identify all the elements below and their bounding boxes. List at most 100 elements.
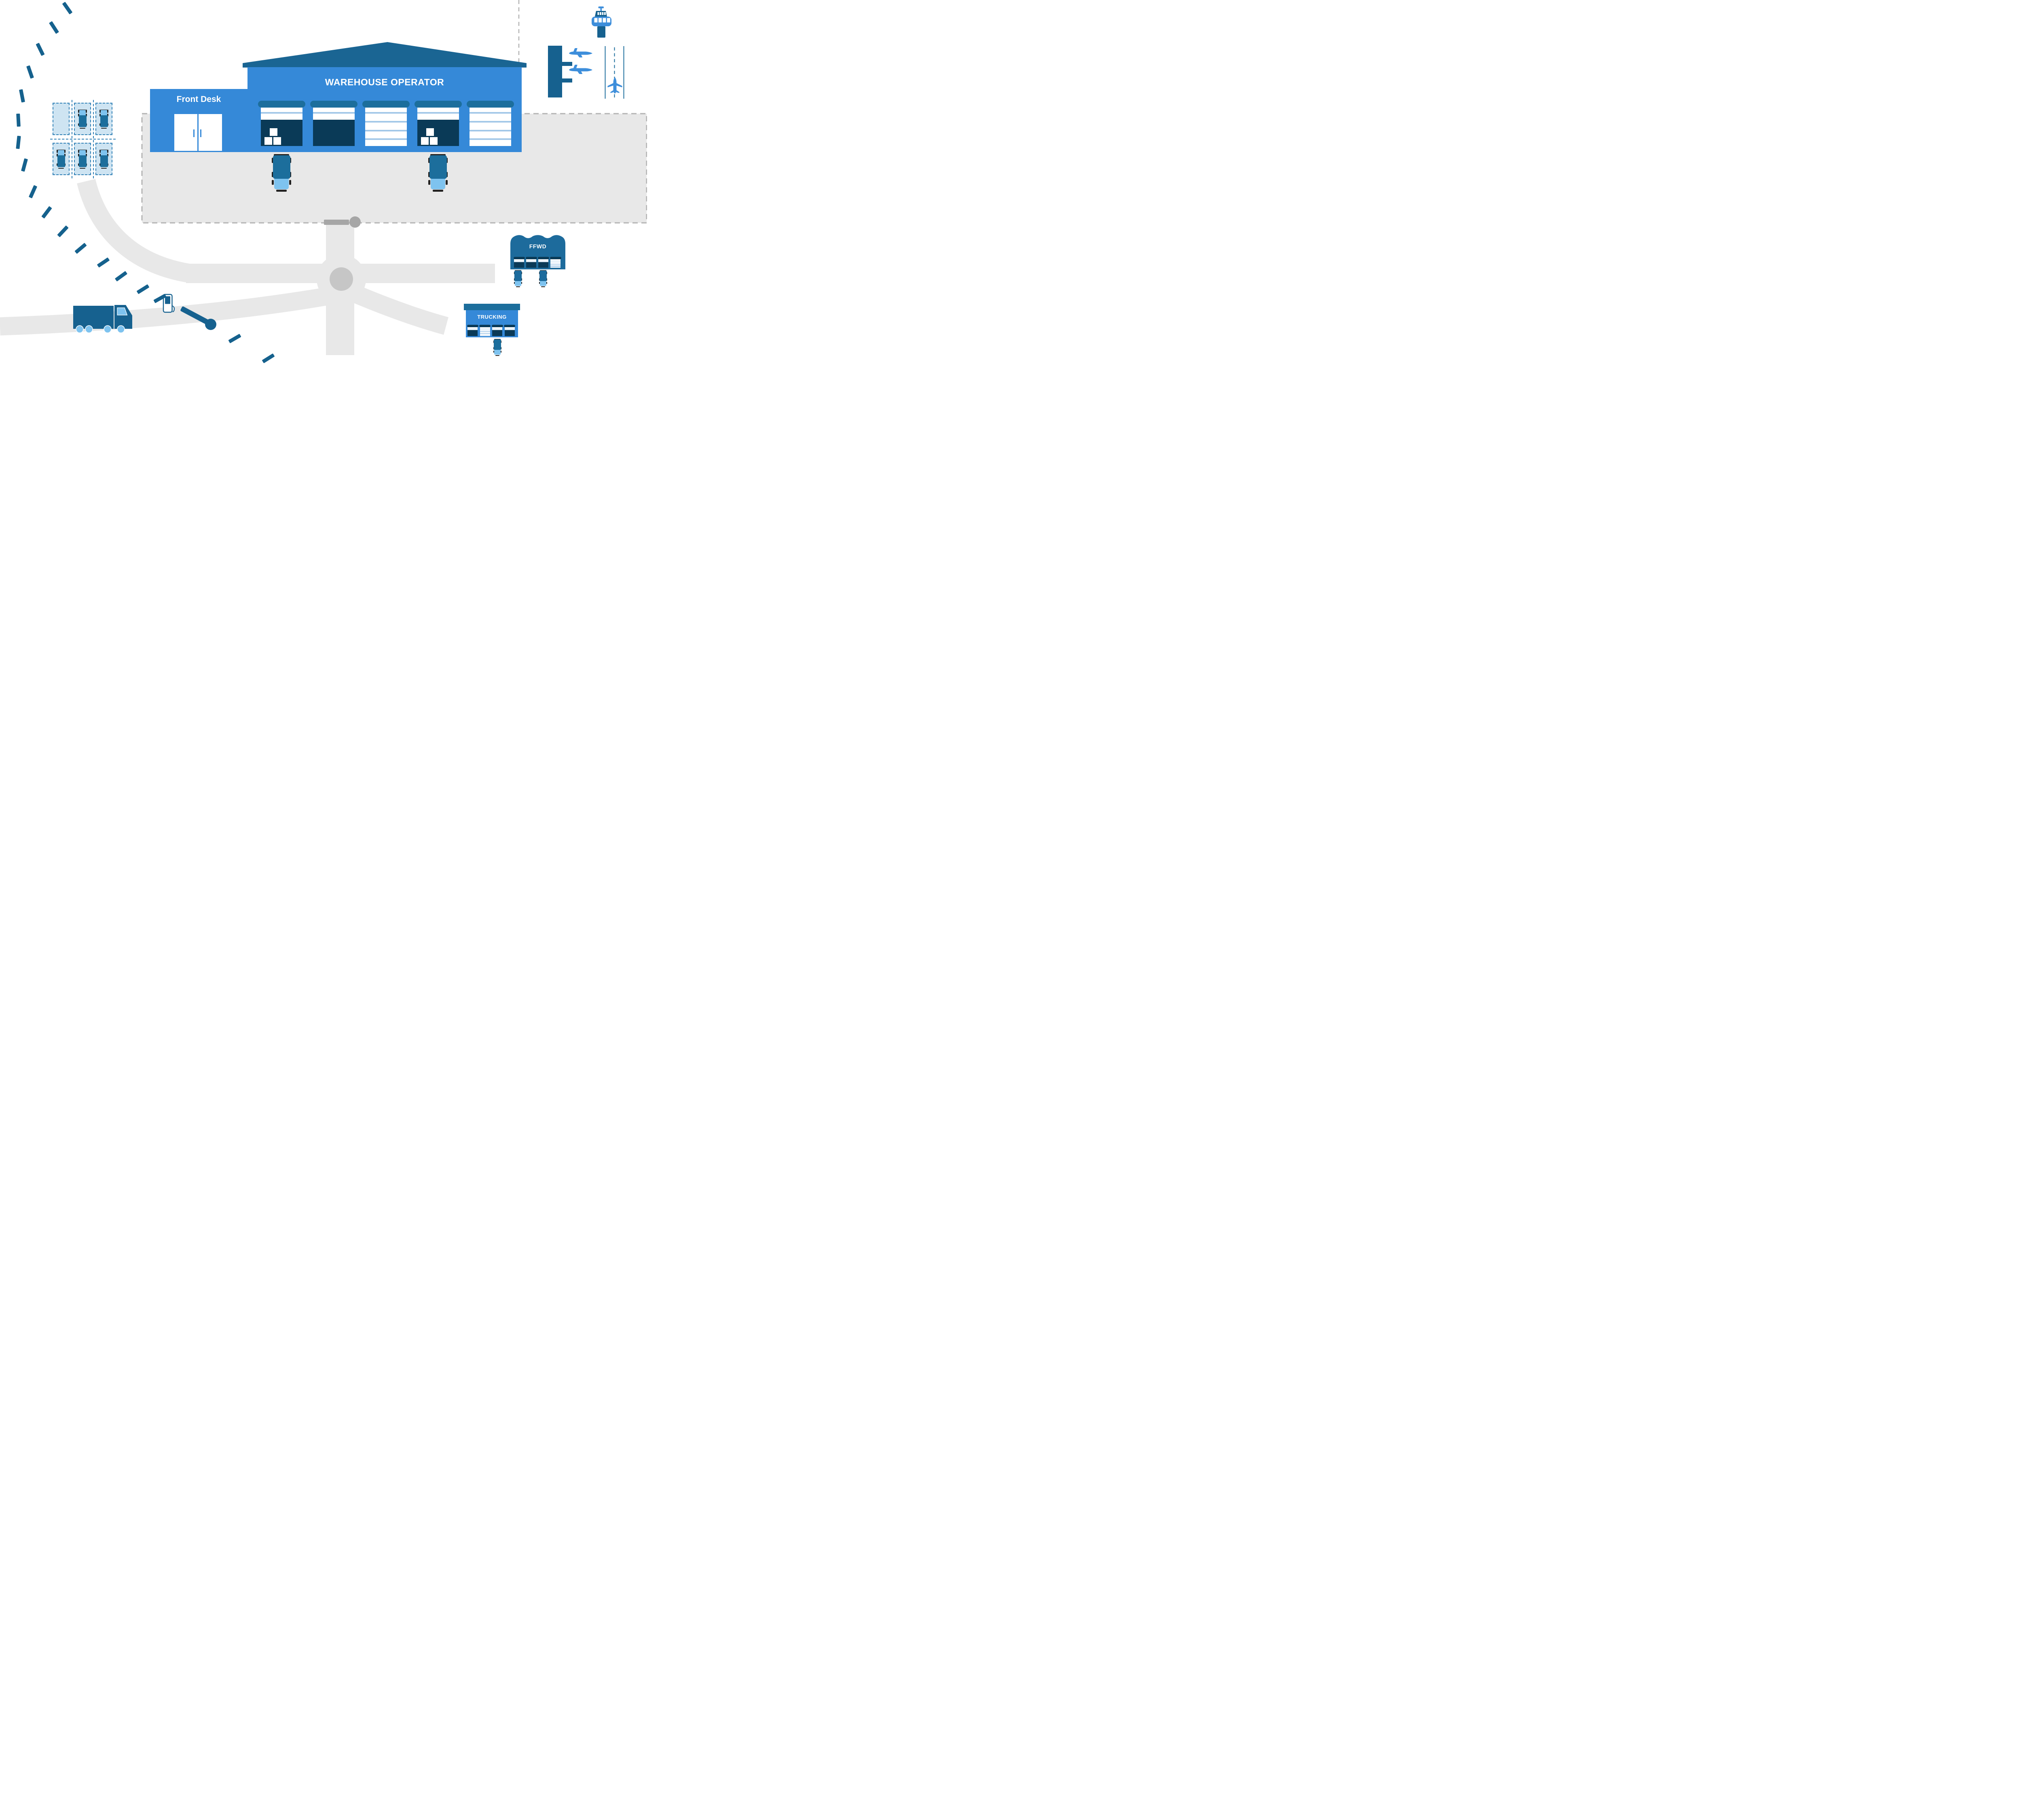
dock-canopy: [258, 101, 305, 108]
route-dash: [16, 113, 21, 127]
cargo-box: [426, 128, 434, 136]
shutter-line: [469, 138, 511, 140]
logistics-diagram: WAREHOUSE OPERATOR Front Desk FFWD TRUCK…: [0, 0, 647, 364]
truck-wheel: [76, 325, 84, 333]
truck-mirror: [99, 150, 101, 153]
truck-mirror: [99, 110, 101, 113]
dock-canopy: [537, 257, 549, 259]
truck-bumper: [540, 270, 546, 271]
dock-opening: [514, 262, 524, 268]
shutter-line: [469, 112, 511, 114]
road-left-arm: [186, 264, 332, 283]
dock-opening: [538, 262, 548, 268]
shutter-line: [467, 328, 478, 329]
truck-cab: [79, 110, 86, 116]
truck-top-icon: [78, 150, 87, 169]
truck-top-icon: [78, 110, 87, 129]
truck-bumper: [430, 154, 446, 156]
dock-opening: [467, 330, 478, 336]
roundabout-center: [330, 267, 353, 291]
airplane-side-icon: [569, 65, 592, 74]
truck-wheel: [64, 154, 66, 157]
tower-cab-window: [602, 12, 604, 15]
pump-screen: [165, 296, 170, 304]
truck-trailer: [429, 155, 447, 179]
door-split: [197, 114, 199, 151]
tower-antenna-stem: [600, 8, 602, 12]
road-lower-right: [347, 284, 448, 335]
ffwd-label: FFWD: [529, 243, 547, 250]
truck-mirror: [64, 150, 66, 153]
tower-antenna: [598, 6, 604, 8]
dock-opening: [526, 262, 536, 268]
dock-door-open-boxes: [260, 108, 302, 146]
truck-top-icon: [271, 154, 292, 192]
gate-pivot: [349, 216, 361, 228]
trucking-roof: [464, 304, 520, 310]
parking-divider: [50, 139, 116, 140]
dock-canopy: [362, 101, 410, 108]
roads: [0, 179, 495, 355]
wing-right: [616, 83, 622, 87]
parking-spot: [74, 103, 91, 135]
cargo-box: [269, 128, 277, 136]
terminal-icon: [548, 46, 572, 97]
tail-right: [616, 90, 620, 93]
truck-top-icon: [514, 270, 522, 287]
dock-canopy: [310, 101, 357, 108]
truck-wheel: [85, 325, 93, 333]
tower-base: [597, 26, 605, 38]
barrier-pivot: [205, 319, 216, 330]
truck-top-icon: [493, 339, 502, 356]
shutter-line: [365, 138, 407, 140]
truck-cab: [540, 281, 546, 286]
truck-top-icon: [99, 110, 109, 129]
truck-mirror: [107, 150, 109, 153]
airport-zone: [548, 6, 624, 99]
truck-bumper: [274, 154, 289, 156]
parking-spot: [95, 143, 112, 175]
truck-cab: [515, 281, 521, 286]
airplane-silhouette: [569, 65, 592, 74]
truck-wheel: [99, 154, 101, 157]
jet-bridge: [562, 62, 572, 66]
dock-door-closed: [550, 259, 560, 268]
shutter-line: [492, 328, 502, 329]
shutter-line: [538, 260, 548, 261]
dock-canopy: [467, 325, 478, 327]
truck-bumper: [541, 286, 546, 287]
door-handle: [193, 129, 195, 137]
truck-mirror: [107, 110, 109, 113]
pump-hose: [172, 305, 175, 312]
jet-bridge: [562, 78, 572, 83]
truck-mirror: [56, 150, 58, 153]
truck-wheel: [445, 180, 448, 185]
airplane-silhouette: [569, 48, 592, 57]
truck-trailer: [78, 115, 87, 127]
dock-door-closed: [365, 108, 407, 146]
truck-wheel: [514, 281, 515, 284]
shutter-line: [313, 112, 355, 114]
tower-cab-window: [597, 12, 599, 15]
truck-wheel: [271, 180, 274, 185]
truck-bumper: [101, 167, 107, 169]
dock-opening: [504, 330, 515, 336]
truck-cab: [101, 110, 107, 116]
shutter-line: [365, 130, 407, 131]
truck-wheel: [289, 180, 292, 185]
truck-wheel: [521, 281, 522, 284]
airplane-top-icon: [607, 77, 622, 94]
dock-door-open: [313, 108, 355, 146]
truck-bumper: [495, 355, 500, 356]
truck-bumper: [515, 270, 521, 271]
front-desk-door: [174, 114, 222, 151]
dock-door-open: [492, 327, 502, 336]
gate-icon: [324, 216, 361, 228]
dock-canopy: [466, 101, 514, 108]
tower-deck-window: [603, 18, 606, 23]
dock-canopy: [479, 325, 491, 327]
tower-cab-window: [600, 12, 601, 15]
dock-door-closed: [480, 327, 490, 336]
cargo-box: [273, 137, 281, 145]
cargo-box: [421, 137, 429, 145]
